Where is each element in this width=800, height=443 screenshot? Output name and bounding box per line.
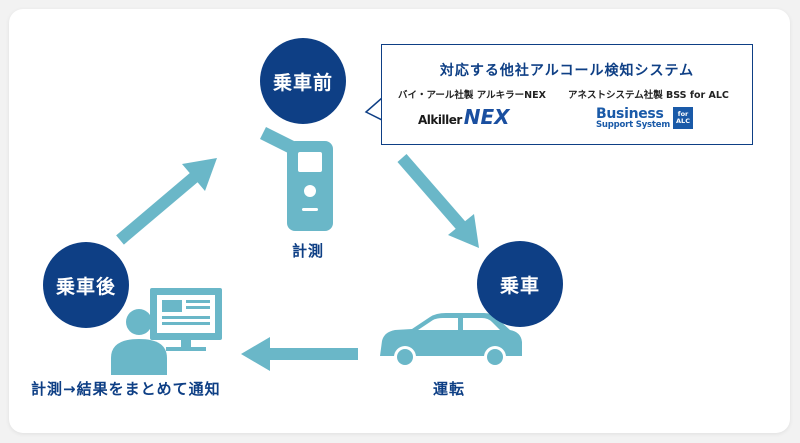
measure-label: 計測 <box>292 242 325 260</box>
alkiller-logo-text: Alkiller <box>418 113 462 127</box>
product-alkiller-caption: バイ・アール社製 アルキラーNEX <box>398 90 546 101</box>
notify-label: 計測→結果をまとめて通知 <box>31 380 221 398</box>
bss-logo-line1: Business <box>596 106 664 122</box>
drive-label: 運転 <box>433 380 466 398</box>
monitor-icon <box>150 288 222 351</box>
compatible-systems-callout: 対応する他社アルコール検知システム バイ・アール社製 アルキラーNEX アネスト… <box>381 44 753 145</box>
bss-logo-line2: Support System <box>596 120 671 130</box>
person-icon <box>111 309 167 375</box>
nex-logo-text: NEX <box>463 105 510 129</box>
bss-for-alc-logo: Business Support System for ALC <box>596 106 694 130</box>
alkiller-nex-logo: Alkiller NEX <box>418 105 510 129</box>
bss-logo-badge: for ALC <box>673 107 694 130</box>
bubble-tail <box>364 96 383 122</box>
callout-title: 対応する他社アルコール検知システム <box>439 63 695 79</box>
arrow-after-to-before <box>116 158 217 245</box>
breathalyzer-icon <box>260 127 333 231</box>
arrow-before-to-ride <box>397 154 479 248</box>
step-after-circle: 乗車後 <box>43 242 129 328</box>
arrow-ride-to-after <box>241 337 358 371</box>
step-before-circle: 乗車前 <box>260 38 346 124</box>
step-ride-circle: 乗車 <box>477 241 563 327</box>
car-icon <box>380 313 522 368</box>
bss-badge-alc: ALC <box>676 117 690 126</box>
product-bss-caption: アネストシステム社製 BSS for ALC <box>568 90 729 101</box>
bss-badge-for: for <box>677 110 689 119</box>
